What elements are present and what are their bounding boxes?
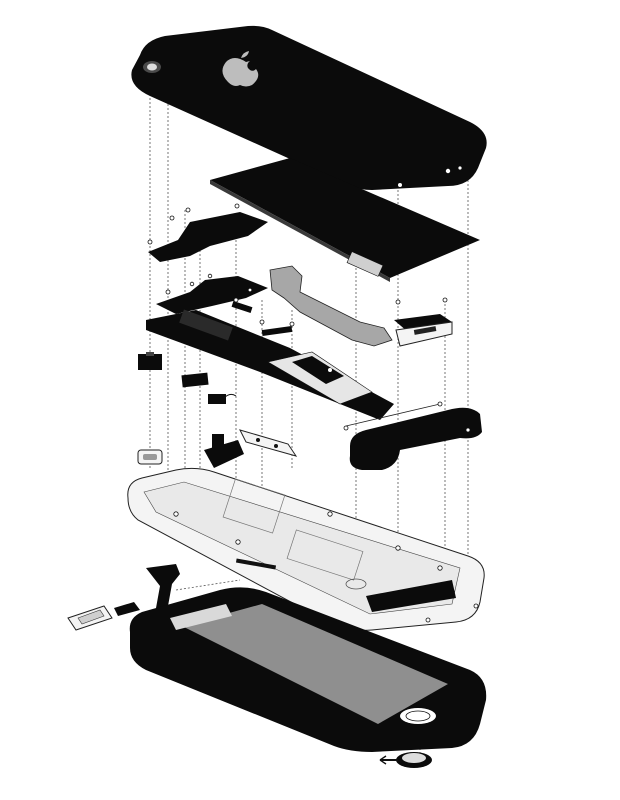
front-camera — [181, 372, 209, 388]
logic-board — [146, 309, 394, 420]
home-button — [379, 752, 432, 768]
loudspeaker-enclosure — [343, 401, 482, 470]
back-glass-panel — [131, 25, 487, 191]
antenna-flex-cable — [269, 265, 393, 347]
camera-module — [138, 352, 162, 370]
sim-card-tray — [67, 605, 113, 631]
button-bracket — [239, 429, 298, 457]
screws — [147, 239, 479, 623]
upper-shield-plate — [148, 203, 268, 262]
dock-connector-board — [394, 314, 453, 347]
earpiece-speaker — [137, 449, 163, 465]
apple-logo-icon — [222, 51, 259, 87]
vibrator-motor — [208, 393, 237, 404]
display-assembly — [129, 587, 487, 752]
battery — [210, 158, 480, 282]
middle-shield-plate — [156, 273, 268, 314]
headphone-jack-flex — [204, 434, 244, 468]
sim-card — [114, 602, 140, 616]
display-flex-cable — [146, 564, 180, 626]
